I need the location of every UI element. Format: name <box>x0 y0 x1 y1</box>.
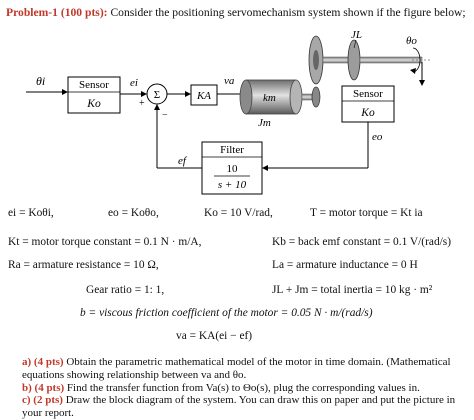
problem-label: Problem-1 (100 pts): <box>6 6 108 19</box>
question-a: a) (4 pts) Obtain the parametric mathema… <box>22 356 462 381</box>
question-c-label: c) <box>22 394 31 406</box>
eq-kt: Kt = motor torque constant = 0.1 N · m/A… <box>8 236 202 248</box>
motor-body <box>245 79 297 115</box>
load-shaft <box>322 56 350 64</box>
question-a-points: (4 pts) <box>33 356 64 368</box>
amplifier-block <box>190 84 218 106</box>
eo-label: eo <box>372 131 383 143</box>
output-tap-arrowhead <box>419 80 425 86</box>
motor-shaft <box>301 93 313 101</box>
eq-ko: Ko = 10 V/rad, <box>204 207 273 219</box>
jl-label: JL <box>351 29 362 41</box>
motor-right-face <box>289 79 303 115</box>
eq-inertia: JL + Jm = total inertia = 10 kg · m² <box>272 284 433 296</box>
eq-va: va = KA(ei − ef) <box>176 330 253 342</box>
question-c: c) (2 pts) Draw the block diagram of the… <box>22 394 462 419</box>
va-label: va <box>224 75 235 87</box>
ef-arrowhead <box>154 104 160 110</box>
rotation-arrowhead <box>410 68 416 74</box>
ei-arrowhead <box>141 91 147 97</box>
sum-minus-sign: − <box>162 110 168 121</box>
eq-ei: ei = Koθi, <box>8 207 54 219</box>
jl-pointer <box>353 39 357 49</box>
load-gear-hub <box>313 50 319 70</box>
right-sensor-title: Sensor <box>353 88 383 100</box>
theta-i-label: θi <box>36 74 45 88</box>
question-c-points: (2 pts) <box>33 394 63 406</box>
servomechanism-diagram: θi Sensor Ko ei + Σ − KA va km Jm <box>26 29 430 195</box>
jm-label: Jm <box>258 117 271 129</box>
left-sensor-title: Sensor <box>79 79 109 91</box>
right-sensor-gain: Ko <box>360 107 375 119</box>
ei-label: ei <box>130 77 138 89</box>
ef-label: ef <box>178 155 188 167</box>
eo-arrowhead <box>262 165 268 171</box>
load-inertia-disk <box>347 39 361 81</box>
motor-label: km <box>263 92 276 104</box>
eq-friction: b = viscous friction coefficient of the … <box>80 307 373 319</box>
sum-symbol: Σ <box>154 89 160 101</box>
theta-o-label: θo <box>406 35 417 47</box>
eq-la: La = armature inductance = 0 H <box>272 259 418 271</box>
problem-prompt: Consider the positioning servomechanism … <box>110 6 466 19</box>
amplifier-gain: KA <box>196 90 211 102</box>
left-sensor-block <box>67 76 121 114</box>
question-b-label: b) <box>22 382 32 394</box>
eq-kb: Kb = back emf constant = 0.1 V/(rad/s) <box>272 236 452 248</box>
motor-left-face <box>239 79 253 115</box>
question-a-text: Obtain the parametric mathematical model… <box>22 356 451 381</box>
question-b-points: (4 pts) <box>34 382 65 394</box>
left-sensor-gain: Ko <box>86 98 101 110</box>
problem-header: Problem-1 (100 pts): Consider the positi… <box>6 6 466 19</box>
error-arrowhead <box>185 91 191 97</box>
filter-block <box>201 141 263 195</box>
filter-denominator: s + 10 <box>218 179 247 191</box>
sum-plus-sign: + <box>139 98 145 109</box>
right-sensor-block <box>341 85 395 123</box>
eq-eo: eo = Koθo, <box>108 207 159 219</box>
motor-gear <box>311 86 321 108</box>
filter-numerator: 10 <box>227 163 239 175</box>
question-a-label: a) <box>22 356 32 368</box>
input-arrowhead <box>62 89 68 95</box>
eq-gear-ratio: Gear ratio = 1: 1, <box>86 284 165 296</box>
eq-torque: T = motor torque = Kt ia <box>310 207 423 219</box>
filter-title: Filter <box>220 144 244 156</box>
eq-ra: Ra = armature resistance = 10 Ω, <box>8 259 159 271</box>
question-b: b) (4 pts) Find the transfer function fr… <box>22 382 462 395</box>
question-c-text: Draw the block diagram of the system. Yo… <box>22 394 456 419</box>
sensor-feed-spacer <box>394 86 423 95</box>
question-b-text: Find the transfer function from Va(s) to… <box>66 382 420 394</box>
